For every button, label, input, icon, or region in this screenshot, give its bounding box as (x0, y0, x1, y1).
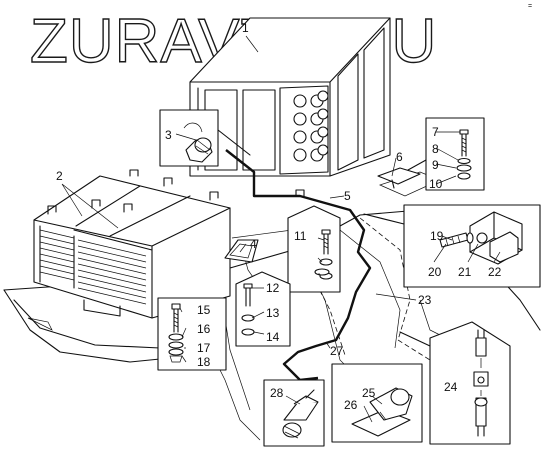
callout-26: 26 (344, 398, 358, 412)
callout-4: 4 (250, 237, 257, 251)
callout-27: 27 (330, 344, 344, 358)
callout-7: 7 (432, 125, 439, 139)
callout-10: 10 (429, 177, 443, 191)
detail-box-fuse-holder (399, 321, 511, 445)
callout-16: 16 (197, 322, 211, 336)
callout-6: 6 (396, 150, 403, 164)
callout-18: 18 (197, 355, 211, 369)
callout-8: 8 (432, 142, 439, 156)
callout-17: 17 (197, 341, 211, 355)
callout-9: 9 (432, 158, 439, 172)
detail-box-bolt-middle (287, 205, 341, 293)
callout-1: 1 (242, 21, 249, 35)
callout-5: 5 (344, 189, 351, 203)
detail-box-battery-terminal (157, 297, 227, 371)
callout-13: 13 (266, 306, 280, 320)
detail-box-terminal-lug (263, 379, 325, 447)
callout-numbers: 1 2 3 4 5 6 7 8 9 10 11 12 13 14 15 16 1… (56, 21, 502, 412)
callout-24: 24 (444, 380, 458, 394)
callout-21: 21 (458, 265, 472, 279)
corner-mark: = (528, 3, 532, 10)
callout-12: 12 (266, 281, 280, 295)
detail-box-cable-clip (331, 363, 423, 443)
detail-box-bolt-upper (407, 117, 485, 191)
callout-23: 23 (418, 293, 432, 307)
detail-box-bolt-lower (235, 271, 291, 347)
callout-2: 2 (56, 169, 63, 183)
callout-28: 28 (270, 386, 284, 400)
battery-cable (225, 149, 372, 382)
callout-14: 14 (266, 330, 280, 344)
callout-20: 20 (428, 265, 442, 279)
callout-3: 3 (165, 128, 172, 142)
callout-15: 15 (197, 303, 211, 317)
leader-lines (61, 35, 501, 423)
battery-boxes (33, 169, 231, 319)
mounting-bracket (224, 239, 259, 263)
callout-19: 19 (430, 229, 444, 243)
callout-25: 25 (362, 386, 376, 400)
callout-11: 11 (294, 229, 307, 243)
callout-22: 22 (488, 265, 502, 279)
clamp-bracket (377, 167, 421, 189)
electrical-cabinet (189, 17, 391, 177)
detail-box-clamp (363, 204, 541, 288)
